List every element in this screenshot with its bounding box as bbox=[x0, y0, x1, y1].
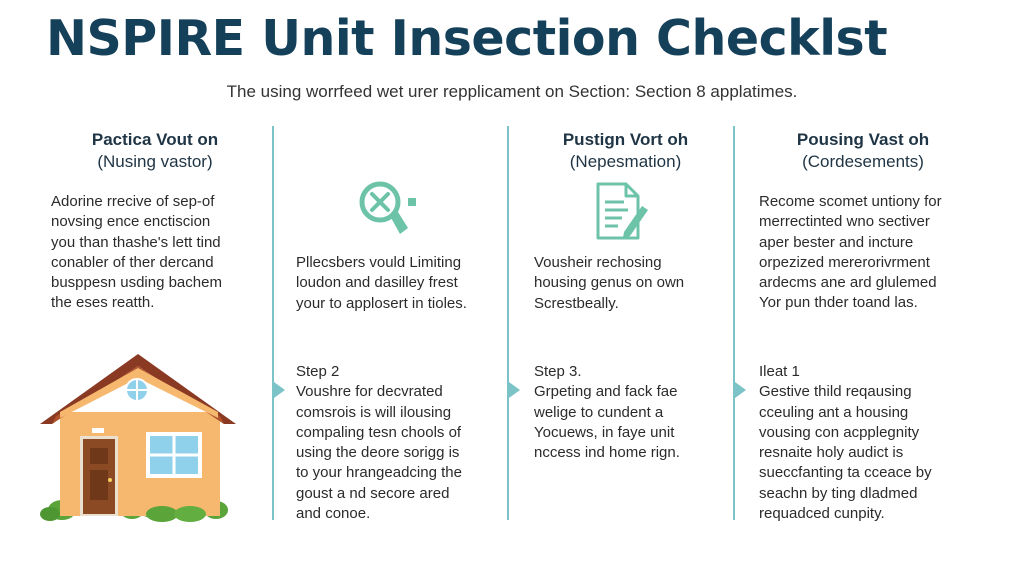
column-1-heading: Pactica Vout on (Nusing vastor) bbox=[50, 129, 260, 173]
search-x-icon bbox=[359, 181, 416, 234]
step-label: Step 2 bbox=[296, 363, 340, 380]
body-line: orpezized mererorivrment bbox=[759, 253, 930, 271]
document-pen-icon bbox=[596, 182, 648, 240]
column-4-title: Pousing Vast oh bbox=[796, 130, 930, 149]
body-line: Recome scomet untiony for bbox=[759, 193, 942, 210]
column-3-title: Pustign Vort oh bbox=[562, 130, 689, 149]
body-line: the eses reatth. bbox=[51, 294, 155, 312]
column-3: Pustign Vort oh (Nepesmation) Vousheir r… bbox=[528, 126, 723, 526]
step-line: using the deore sorigg is bbox=[296, 444, 460, 462]
step-line: Gestive thild reqausing bbox=[759, 383, 912, 401]
body-line: merrectinted wno sectiver bbox=[759, 213, 930, 231]
step-line: and conoe. bbox=[296, 505, 371, 523]
step-label: Ileat 1 bbox=[759, 363, 800, 380]
body-line: novsing ence enctiscion bbox=[51, 213, 211, 231]
step-line: Grpeting and fack fae bbox=[534, 383, 678, 401]
step-line: Voushre for decvrated bbox=[296, 383, 443, 401]
column-3-heading: Pustign Vort oh (Nepesmation) bbox=[508, 129, 743, 173]
column-2: Pllecsbers vould Limiting loudon and das… bbox=[295, 126, 500, 526]
column-divider-2 bbox=[507, 126, 509, 520]
column-4-step: Ileat 1 Gestive thild reqausing cceuling… bbox=[759, 362, 932, 524]
step-line: sueccfanting ta cceace by bbox=[759, 464, 932, 482]
column-4-heading: Pousing Vast oh (Cordesements) bbox=[748, 129, 978, 173]
step-line: welige to cundent a bbox=[534, 403, 664, 421]
step-line: vousing con acpplegnity bbox=[759, 423, 920, 441]
step-line: goust a nd secore ared bbox=[296, 484, 450, 502]
column-4-subtitle: (Cordesements) bbox=[802, 152, 924, 171]
step-line: nccess ind home rign. bbox=[534, 444, 680, 462]
step-line: to your hrangeadcing the bbox=[296, 464, 462, 482]
step-line: cceuling ant a housing bbox=[759, 403, 909, 421]
body-line: ardecms ane ard glulemed bbox=[759, 274, 937, 292]
house-icon bbox=[40, 354, 236, 522]
step-line: requadced cunpity. bbox=[759, 505, 885, 523]
step-line: resnaite holy audict is bbox=[759, 444, 904, 462]
step-line: Yocuews, in faye unit bbox=[534, 423, 675, 441]
column-divider-1 bbox=[272, 126, 274, 520]
body-line: housing genus on own bbox=[534, 274, 685, 292]
body-line: Yor pun thder toand las. bbox=[759, 294, 918, 312]
column-4: Pousing Vast oh (Cordesements) Recome sc… bbox=[758, 126, 968, 526]
body-line: Adorine rrecive of sep-of bbox=[51, 193, 215, 210]
body-line: conabler of ther dercand bbox=[51, 253, 214, 271]
column-1-body: Adorine rrecive of sep-of novsing ence e… bbox=[51, 192, 222, 314]
body-line: Vousheir rechosing bbox=[534, 254, 662, 271]
divider-arrow-1 bbox=[274, 382, 285, 398]
page-title: NSPIRE Unit Insection Checklst bbox=[46, 10, 888, 67]
step-line: seachn by ting dladmed bbox=[759, 484, 918, 502]
body-line: Screstbeally. bbox=[534, 294, 619, 312]
column-3-step: Step 3. Grpeting and fack fae welige to … bbox=[534, 362, 680, 463]
page-subtitle: The using worrfeed wet urer repplicament… bbox=[226, 82, 798, 101]
step-line: comsrois is will ilousing bbox=[296, 403, 452, 421]
column-3-body: Vousheir rechosing housing genus on own … bbox=[534, 253, 684, 314]
column-3-subtitle: (Nepesmation) bbox=[569, 152, 682, 171]
column-2-body: Pllecsbers vould Limiting loudon and das… bbox=[296, 253, 467, 314]
step-line: compaling tesn chools of bbox=[296, 423, 462, 441]
body-line: Pllecsbers vould Limiting bbox=[296, 254, 462, 271]
step-label: Step 3. bbox=[534, 363, 582, 380]
divider-arrow-2 bbox=[509, 382, 520, 398]
column-1-subtitle: (Nusing vastor) bbox=[97, 152, 213, 171]
body-line: busppesn usding bachem bbox=[51, 274, 222, 292]
column-1: Pactica Vout on (Nusing vastor) Adorine … bbox=[50, 126, 260, 526]
body-line: loudon and dasilley frest bbox=[296, 274, 458, 292]
body-line: your to applosert in tioles. bbox=[296, 294, 467, 312]
column-2-step: Step 2 Voushre for decvrated comsrois is… bbox=[296, 362, 462, 524]
column-1-title: Pactica Vout on bbox=[91, 130, 219, 149]
divider-arrow-3 bbox=[735, 382, 746, 398]
column-4-body: Recome scomet untiony for merrectinted w… bbox=[759, 192, 942, 314]
column-divider-3 bbox=[733, 126, 735, 520]
body-line: aper bester and incture bbox=[759, 233, 914, 251]
body-line: you than thashe's lett tind bbox=[51, 233, 221, 251]
